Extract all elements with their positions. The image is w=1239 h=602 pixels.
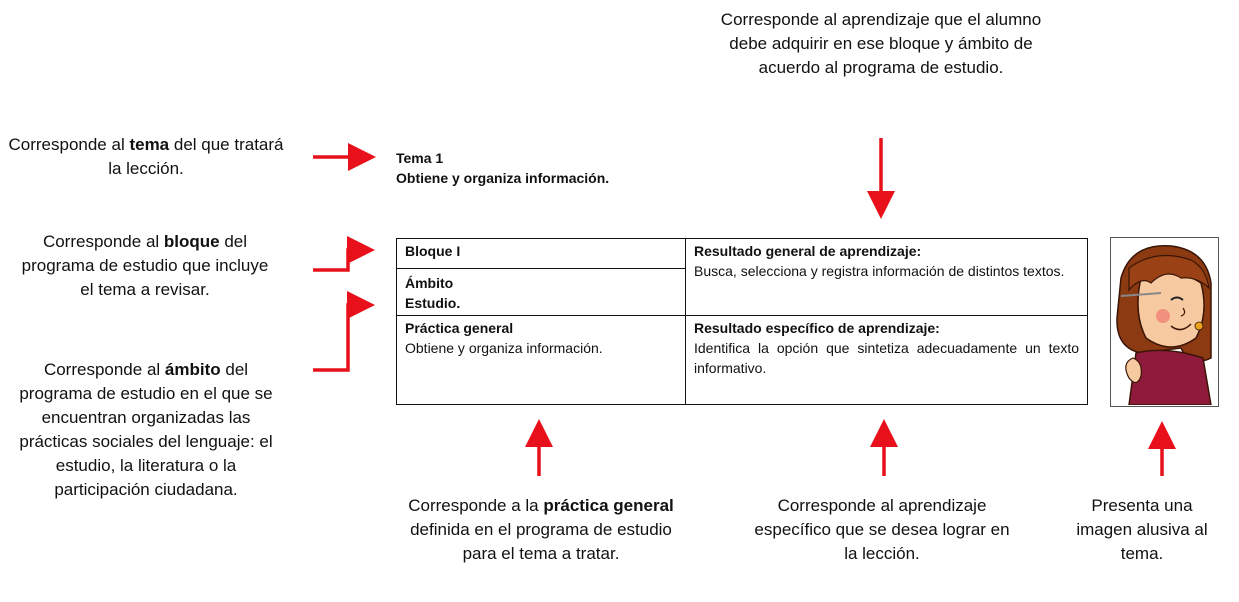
note-especifico: Corresponde al aprendizaje específico qu…: [754, 496, 1010, 563]
note-bloque-keyword: bloque: [163, 232, 220, 251]
note-bloque-text-b: del programa de estudio que incluye el t…: [21, 232, 269, 299]
note-learning-result: Corresponde al aprendizaje que el alumno…: [720, 10, 1042, 77]
note-imagen: Presenta una imagen alusiva al tema.: [1076, 496, 1208, 563]
note-tema-keyword: tema: [129, 135, 170, 154]
girl-illustration-icon: [1116, 245, 1212, 406]
note-tema-text-a: Corresponde al: [8, 135, 130, 154]
note-tema-text-b: del que tratará la lección.: [108, 135, 284, 178]
ambito-value: Estudio.: [405, 295, 461, 311]
bloque-cell: Bloque I: [397, 239, 686, 269]
note-ambito: Corresponde al ámbito del programa de es…: [10, 358, 282, 502]
arrow-to-bloque: [313, 236, 375, 272]
practica-label: Práctica general: [405, 320, 514, 336]
ambito-cell: Ámbito Estudio.: [397, 269, 686, 316]
practica-cell: Práctica general Obtiene y organiza info…: [397, 316, 686, 404]
general-result-label: Resultado general de aprendizaje:: [694, 243, 922, 259]
specific-result-cell: Resultado específico de aprendizaje: Ide…: [686, 316, 1087, 404]
note-ambito-text-a: Corresponde al: [43, 360, 165, 379]
specific-result-label: Resultado específico de aprendizaje:: [694, 320, 940, 336]
general-result-value: Busca, selecciona y registra información…: [694, 263, 1065, 279]
note-bloque-text-a: Corresponde al: [42, 232, 164, 251]
note-practica: Corresponde a la práctica general defini…: [396, 494, 686, 566]
lesson-heading: Tema 1 Obtiene y organiza información.: [396, 148, 609, 188]
practica-value: Obtiene y organiza información.: [405, 340, 603, 356]
note-ambito-text-b: del programa de estudio en el que se enc…: [19, 360, 273, 499]
tema-label: Tema 1: [396, 150, 444, 166]
note-practica-keyword: práctica general: [543, 496, 674, 515]
note-tema: Corresponde al tema del que tratará la l…: [0, 133, 292, 181]
lesson-illustration: [1110, 237, 1219, 407]
specific-result-value: Identifica la opción que sintetiza adecu…: [694, 340, 1079, 376]
general-result-cell: Resultado general de aprendizaje: Busca,…: [686, 239, 1087, 316]
tema-title: Obtiene y organiza información.: [396, 170, 610, 186]
note-practica-text-b: definida en el programa de estudio para …: [410, 520, 672, 563]
note-practica-text-a: Corresponde a la: [408, 496, 544, 515]
lesson-card: Bloque I Ámbito Estudio. Práctica genera…: [396, 238, 1088, 405]
note-ambito-keyword: ámbito: [164, 360, 221, 379]
note-bloque: Corresponde al bloque del programa de es…: [14, 230, 276, 302]
arrow-to-ambito: [313, 291, 375, 372]
ambito-label: Ámbito: [405, 275, 454, 291]
bloque-label: Bloque I: [405, 243, 461, 259]
